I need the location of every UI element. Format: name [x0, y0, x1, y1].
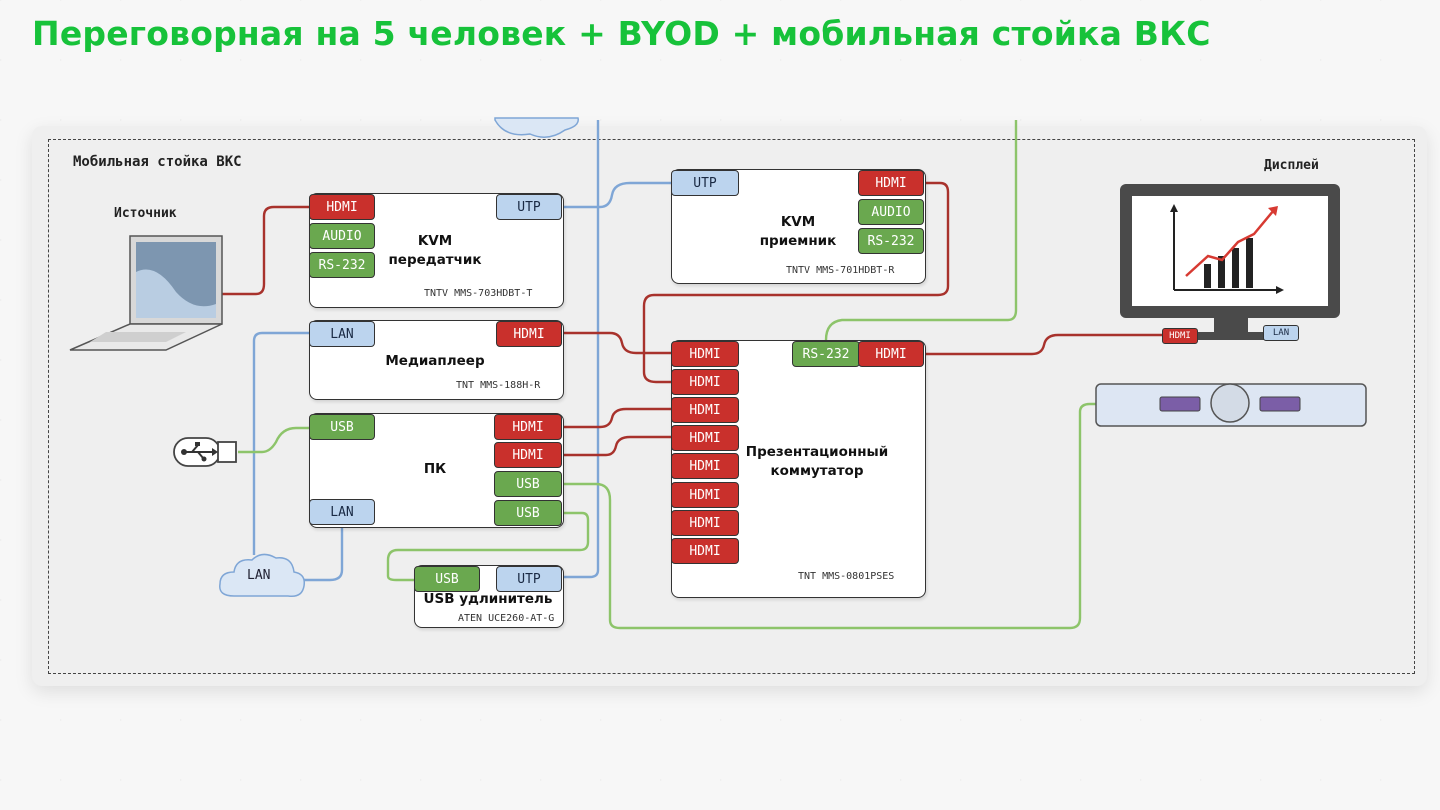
- mediaplayer-model: TNT MMS-188H-R: [456, 380, 541, 391]
- pc-port-hdmi-1: HDMI: [494, 414, 562, 440]
- lan-cloud-label: LAN: [247, 568, 271, 583]
- usb-ext-port-utp: UTP: [496, 566, 562, 592]
- kvm-rx-name: KVM приемник: [759, 214, 837, 249]
- wire-kvm-rx-hdmi: [642, 181, 950, 384]
- mediaplayer-name: Медиаплеер: [385, 353, 485, 369]
- kvm-rx-port-utp: UTP: [671, 170, 739, 196]
- page-title: Переговорная на 5 человек + BYOD + мобил…: [32, 14, 1211, 53]
- kvm-tx-port-audio: AUDIO: [309, 223, 375, 249]
- wire-pc-usb-ext: [386, 511, 590, 582]
- switch-input-hdmi-4: HDMI: [671, 425, 739, 451]
- switch-input-hdmi-2: HDMI: [671, 369, 739, 395]
- laptop-icon: [69, 235, 223, 351]
- switcher-model: TNT MMS-0801PSES: [798, 571, 895, 582]
- wire-lan-mediaplayer: [252, 331, 310, 555]
- kvm-tx-port-hdmi: HDMI: [309, 194, 375, 220]
- display-port-lan: LAN: [1263, 325, 1299, 341]
- cloud-top: [494, 117, 579, 138]
- kvm-rx-port-rs232: RS-232: [858, 228, 924, 254]
- usb-ext-name: USB удлинитель: [423, 591, 553, 607]
- kvm-rx-model: TNTV MMS-701HDBT-R: [786, 265, 895, 276]
- mediaplayer-port-hdmi: HDMI: [496, 321, 562, 347]
- kvm-rx-port-hdmi: HDMI: [858, 170, 924, 196]
- mobile-rack-label: Мобильная стойка ВКС: [73, 154, 242, 170]
- mobile-rack-frame: [48, 139, 1415, 674]
- kvm-tx-port-rs232: RS-232: [309, 252, 375, 278]
- usb-ext-model: ATEN UCE260-AT-G: [458, 613, 555, 624]
- switch-input-hdmi-6: HDMI: [671, 482, 739, 508]
- switcher-name: Презентационный коммутатор: [745, 444, 889, 479]
- wire-pc-hdmi-2: [563, 435, 672, 457]
- switch-input-hdmi-8: HDMI: [671, 538, 739, 564]
- switch-input-hdmi-5: HDMI: [671, 453, 739, 479]
- kvm-tx-model: TNTV MMS-703HDBT-T: [424, 288, 533, 299]
- pc-port-usb-in: USB: [309, 414, 375, 440]
- switch-input-hdmi-3: HDMI: [671, 397, 739, 423]
- switch-input-hdmi-7: HDMI: [671, 510, 739, 536]
- switch-port-rs232: RS-232: [792, 341, 860, 367]
- display-icon: [1120, 184, 1340, 340]
- pc-port-usb-1: USB: [494, 471, 562, 497]
- vks-camera-icon: [1095, 383, 1367, 427]
- wire-utp-vertical: [563, 120, 600, 579]
- switch-input-hdmi-1: HDMI: [671, 341, 739, 367]
- usb-icon: [173, 437, 237, 467]
- display-port-hdmi: HDMI: [1162, 328, 1198, 344]
- display-label: Дисплей: [1264, 158, 1319, 173]
- pc-name: ПК: [423, 461, 447, 477]
- wire-mediaplayer-hdmi: [563, 331, 672, 355]
- wire-kvm-utp: [563, 181, 672, 209]
- kvm-tx-port-utp: UTP: [496, 194, 562, 220]
- kvm-tx-name: KVM передатчик: [388, 233, 482, 268]
- wire-pc-usb-camera: [563, 402, 1096, 630]
- switch-port-hdmi-out: HDMI: [858, 341, 924, 367]
- wire-usb-dongle: [238, 426, 310, 454]
- pc-port-usb-2: USB: [494, 500, 562, 526]
- mediaplayer-port-lan: LAN: [309, 321, 375, 347]
- wire-switch-display: [924, 333, 1162, 356]
- kvm-rx-port-audio: AUDIO: [858, 199, 924, 225]
- wire-lan-pc: [300, 527, 344, 582]
- pc-port-hdmi-2: HDMI: [494, 442, 562, 468]
- usb-ext-port-usb: USB: [414, 566, 480, 592]
- wire-pc-hdmi-1: [563, 407, 672, 429]
- lan-cloud-icon: [219, 553, 306, 598]
- wire-source-hdmi: [222, 205, 310, 296]
- source-label: Источник: [114, 206, 177, 221]
- pc-port-lan: LAN: [309, 499, 375, 525]
- wire-rs232: [824, 120, 1018, 341]
